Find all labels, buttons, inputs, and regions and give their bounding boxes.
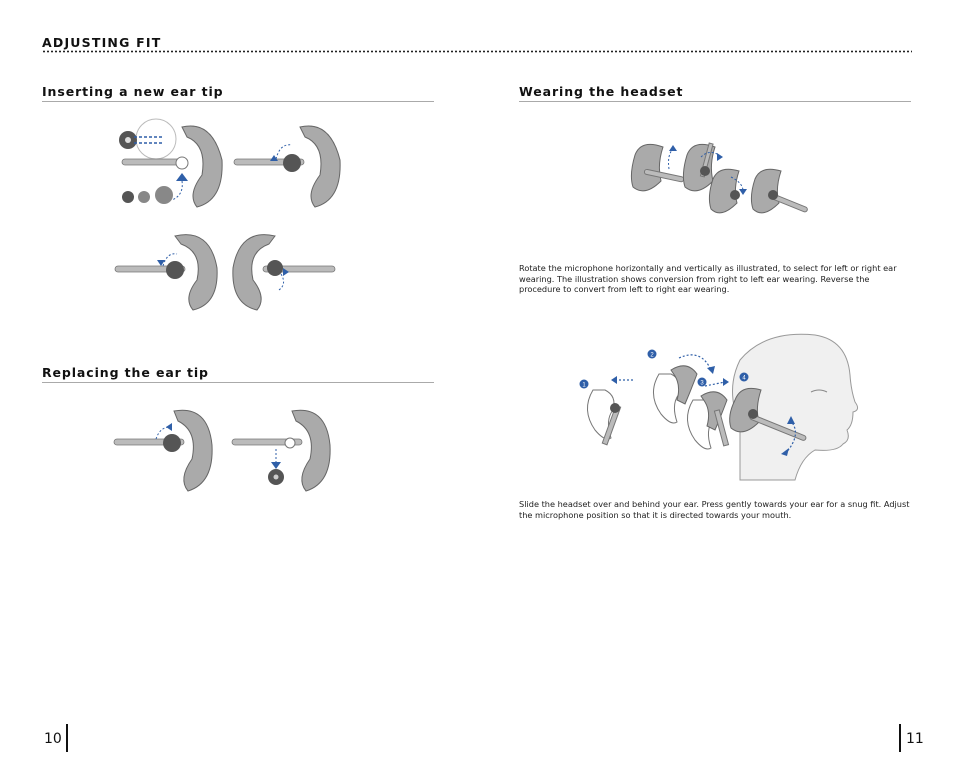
ear-step-1 (587, 389, 622, 446)
headset-illustration-6 (231, 409, 331, 492)
headset-illustration-5 (113, 409, 213, 492)
wearing-instructions: Slide the headset over and behind your e… (519, 499, 910, 520)
page-number-right: 11 (906, 731, 924, 747)
step-badge-4: 4 (739, 372, 749, 382)
headset-step-4 (729, 387, 807, 441)
rotate-microphone-illustration (630, 142, 808, 214)
headset-rotation-3 (708, 168, 747, 214)
step-number-3: 3 (700, 381, 704, 387)
headset-rotation-1 (630, 143, 685, 192)
section-title-inserting-ear-tip: Inserting a new ear tip (42, 84, 434, 102)
step-badge-1: 1 (579, 379, 589, 389)
page-number-left: 10 (44, 731, 62, 747)
section-title-wearing-headset: Wearing the headset (519, 84, 911, 102)
headset-illustration-3 (114, 234, 218, 311)
face-illustration (732, 333, 859, 481)
headset-illustration-4 (232, 234, 336, 311)
headset-illustration-1 (119, 118, 223, 208)
step-badge-2: 2 (647, 349, 657, 359)
page-marker-left (66, 724, 68, 752)
rotate-microphone-instructions: Rotate the microphone horizontally and v… (519, 263, 897, 295)
ear-step-3 (687, 391, 730, 450)
ear-step-2 (653, 354, 715, 424)
step-number-2: 2 (650, 353, 654, 359)
section-title-replacing-ear-tip: Replacing the ear tip (42, 365, 434, 383)
step-number-4: 4 (742, 376, 746, 382)
headset-illustration-2 (233, 125, 341, 208)
inserting-ear-tip-illustration-bottom (114, 234, 336, 311)
inserting-ear-tip-illustration-top (119, 118, 341, 208)
page-marker-right (899, 724, 901, 752)
step-number-1: 1 (582, 383, 586, 389)
page-header-title: ADJUSTING FIT (42, 35, 162, 50)
headset-rotation-4 (750, 168, 808, 214)
replacing-ear-tip-illustration (113, 409, 331, 492)
step-badge-3: 3 (697, 377, 707, 387)
wearing-steps-illustration: 1 2 3 4 (579, 333, 859, 481)
dotted-divider (42, 50, 912, 53)
headset-rotation-2 (682, 142, 723, 192)
